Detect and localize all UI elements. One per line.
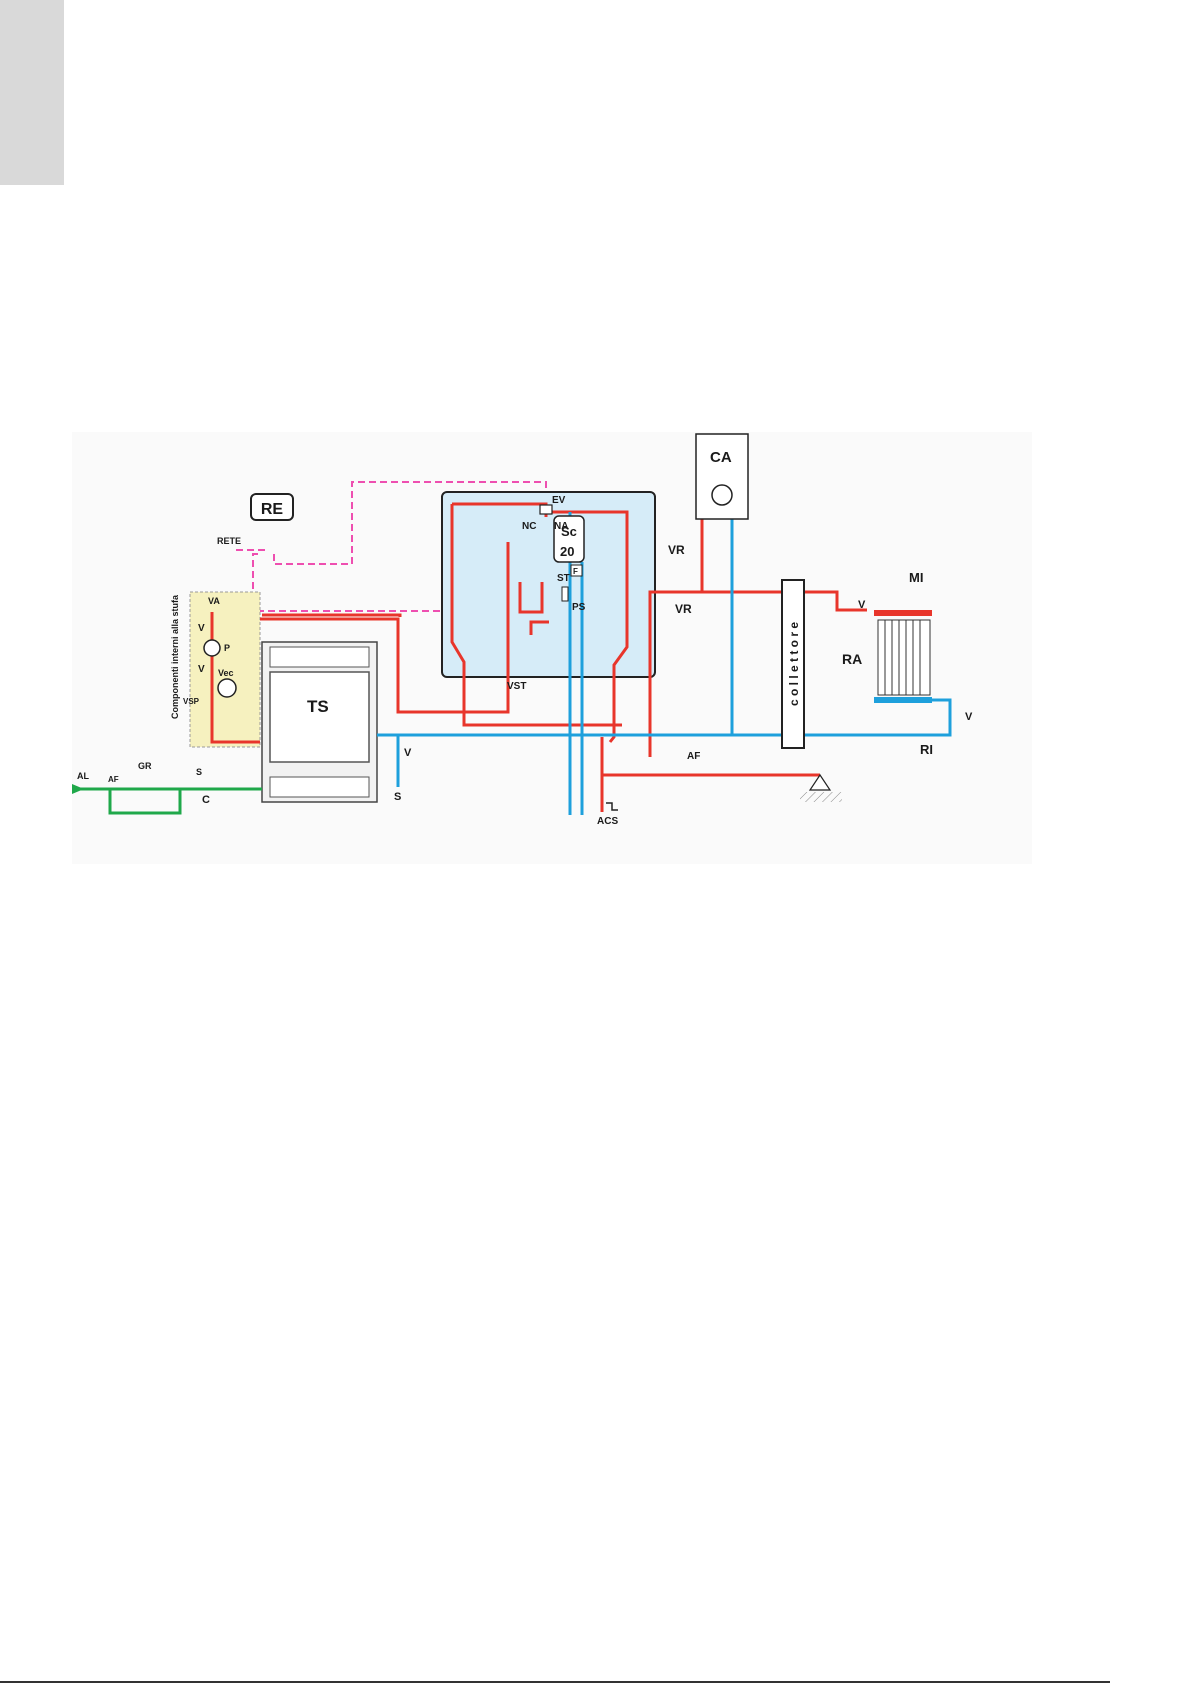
vr-mid-label: VR bbox=[675, 602, 692, 616]
radiator-ra bbox=[874, 610, 932, 703]
nc-label: NC bbox=[522, 521, 536, 532]
v-ts-label: V bbox=[404, 747, 412, 759]
sc-number: 20 bbox=[560, 544, 574, 559]
al-label: AL bbox=[77, 771, 89, 781]
s-ts-label: S bbox=[394, 791, 401, 803]
va-label: VA bbox=[208, 596, 220, 606]
pressure-switch-ps bbox=[562, 587, 568, 601]
pump-p-icon bbox=[204, 640, 220, 656]
ra-label: RA bbox=[842, 651, 862, 667]
na-label: NA bbox=[554, 521, 568, 532]
mi-label: MI bbox=[909, 570, 923, 585]
vsp-label: VSP bbox=[183, 697, 200, 706]
footer-rule bbox=[0, 1681, 1110, 1683]
ri-label: RI bbox=[920, 742, 933, 757]
p-label: P bbox=[224, 643, 230, 653]
stove-ts: TS bbox=[262, 642, 377, 802]
ev-valve-actuator bbox=[540, 505, 552, 514]
s-box-label: S bbox=[196, 767, 202, 777]
re-label: RE bbox=[261, 501, 284, 518]
stove-components-title: Componenti interni alla stufa bbox=[170, 594, 180, 719]
vec-label: Vec bbox=[218, 668, 234, 678]
collector-label: c o l l e t t o r e bbox=[787, 622, 801, 706]
ca-label: CA bbox=[710, 449, 732, 466]
af-left-label: AF bbox=[108, 775, 119, 784]
ps-label: PS bbox=[572, 602, 586, 613]
st-label: ST bbox=[557, 573, 570, 584]
v-rad-top-label: V bbox=[858, 599, 866, 611]
vr-top-label: VR bbox=[668, 543, 685, 557]
hydraulic-schematic: RE RETE Componenti interni alla stufa TS bbox=[72, 432, 1032, 864]
v-box2-label: V bbox=[198, 664, 205, 675]
f-label: F bbox=[573, 567, 578, 576]
c-label: C bbox=[202, 794, 210, 806]
expansion-vessel-icon bbox=[218, 679, 236, 697]
v-rad-bottom-label: V bbox=[965, 711, 973, 723]
rete-label: RETE bbox=[217, 536, 241, 546]
hydraulic-module-panel bbox=[442, 492, 655, 677]
boiler-ca bbox=[696, 434, 748, 519]
sanitary-hatch bbox=[800, 792, 842, 802]
vst-label: VST bbox=[507, 681, 526, 692]
v-box1-label: V bbox=[198, 623, 205, 634]
acs-label: ACS bbox=[597, 816, 618, 827]
gr-label: GR bbox=[138, 761, 152, 771]
boiler-pump-icon bbox=[712, 485, 732, 505]
page-corner-tab bbox=[0, 0, 64, 185]
af-right-label: AF bbox=[687, 751, 700, 762]
ts-label: TS bbox=[307, 697, 329, 716]
ev-label: EV bbox=[552, 495, 566, 506]
